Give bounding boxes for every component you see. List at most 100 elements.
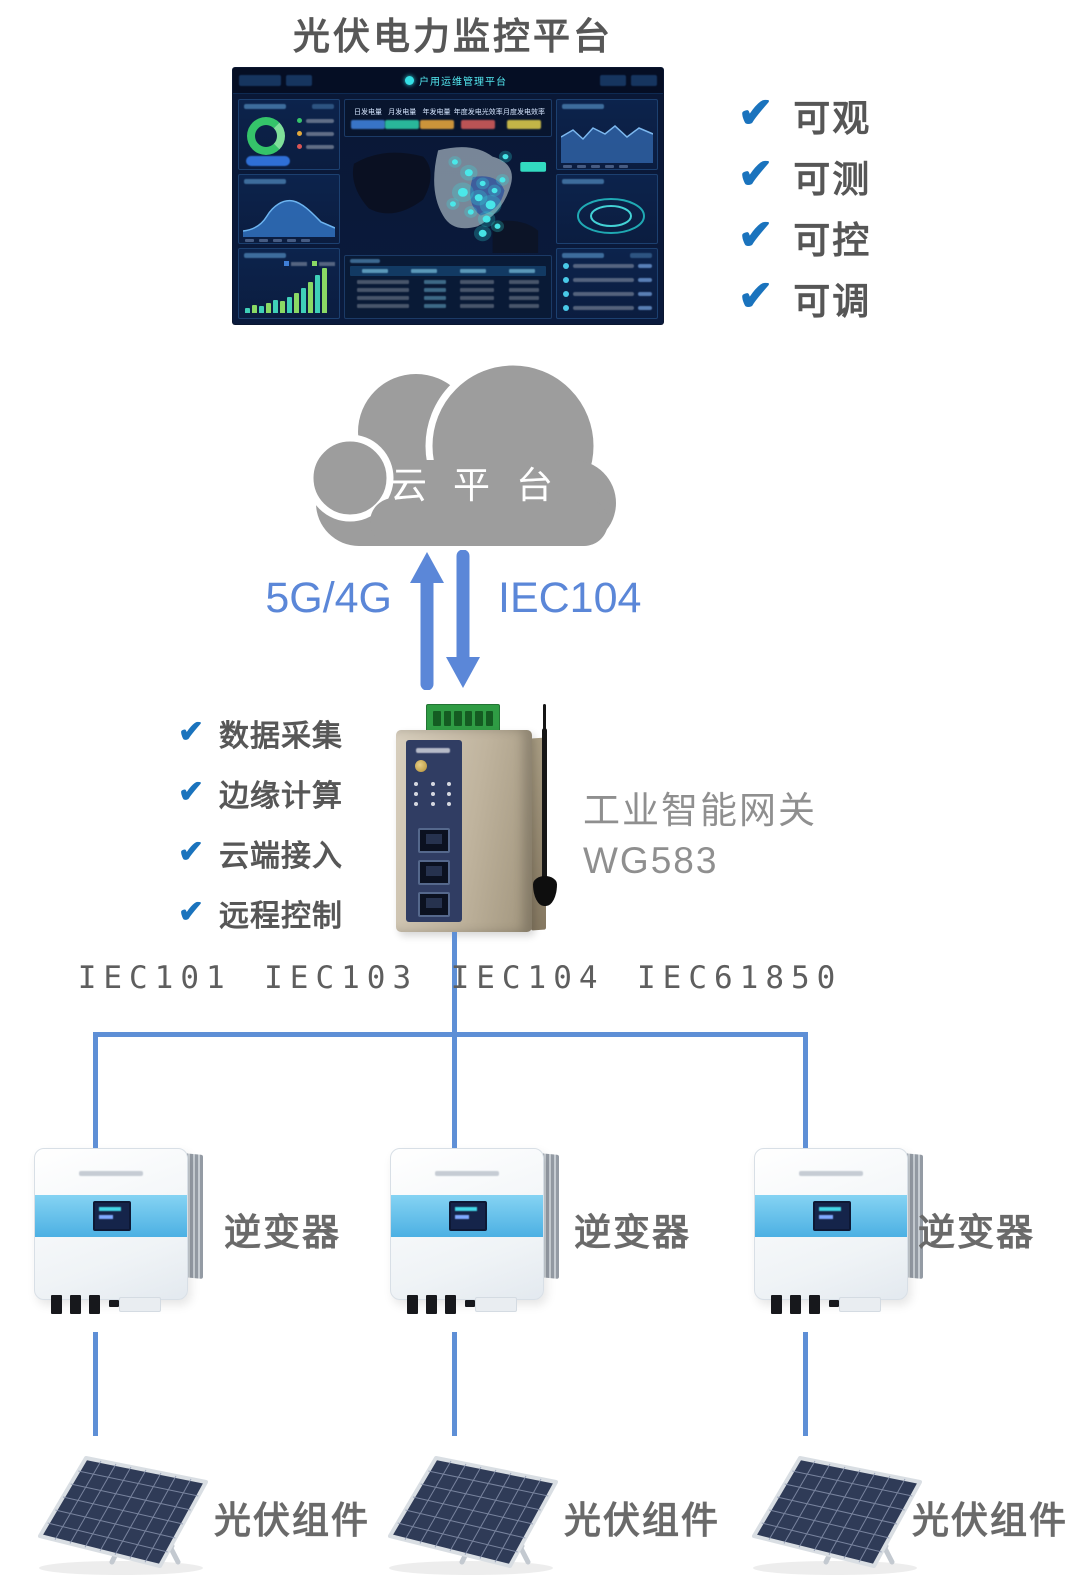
- feature-item: ✔ 云端接入: [178, 823, 343, 883]
- stats-row: 日发电量 月发电量 年发电量 年度发电光效率 月度发电效率: [344, 99, 552, 137]
- list-item: [563, 305, 652, 312]
- protocol-label: IEC104: [450, 960, 605, 996]
- axis-ticks: [245, 239, 310, 243]
- decor-bar: [306, 118, 334, 123]
- inverter-device: [386, 1146, 571, 1314]
- inverter-label: 逆变器: [224, 1212, 341, 1253]
- uplink-protocol-label: 5G/4G: [265, 574, 392, 622]
- stat-chip: 月发电量: [385, 107, 420, 129]
- list-item: [563, 291, 652, 298]
- inverter-label: 逆变器: [918, 1212, 1035, 1253]
- inverter-lcd: [93, 1201, 131, 1231]
- feature-label: 远程控制: [218, 900, 343, 933]
- inverter-logo: [435, 1171, 499, 1176]
- capability-label: 可测: [793, 158, 872, 200]
- decor-bar: [246, 156, 290, 166]
- table-row: [350, 286, 546, 294]
- page-title: 光伏电力监控平台: [293, 16, 613, 57]
- inverter-connectors: [51, 1295, 100, 1314]
- check-icon: ✔: [178, 833, 204, 869]
- antenna-connector: [415, 760, 427, 772]
- pv-module-label: 光伏组件: [912, 1500, 1068, 1541]
- capability-item: ✔ 可控: [738, 206, 871, 267]
- ethernet-port: [418, 860, 450, 885]
- dashboard-body: 日发电量 月发电量 年发电量 年度发电光效率 月度发电效率: [233, 94, 663, 324]
- inverter-junction-box: [839, 1297, 881, 1312]
- connector-line: [93, 1332, 98, 1436]
- inverter-body: [34, 1148, 188, 1314]
- check-icon: ✔: [738, 88, 774, 136]
- inverter-device: [750, 1146, 935, 1314]
- line-chart-panel: [556, 99, 658, 170]
- area-chart: [243, 200, 335, 238]
- radar-panel: [556, 173, 658, 245]
- decor-bar: [350, 259, 380, 263]
- dashboard-right-column: [556, 99, 658, 320]
- cloud-platform-icon: 云平台: [306, 358, 616, 546]
- capability-label: 可控: [793, 219, 872, 261]
- antenna-base: [533, 876, 557, 906]
- stat-value-bar: [351, 120, 385, 129]
- cloud-label: 云平台: [390, 465, 579, 506]
- table-header: [350, 266, 546, 276]
- connector-bus-line: [93, 1032, 808, 1037]
- inverter-lcd: [449, 1201, 487, 1231]
- led-indicators: [414, 782, 454, 806]
- stat-value-bar: [419, 120, 454, 129]
- capability-checklist: ✔ 可观 ✔ 可测 ✔ 可控 ✔ 可调: [738, 84, 871, 328]
- antenna-tip: [543, 704, 546, 732]
- decor-bar: [562, 104, 604, 109]
- axis-ticks: [563, 164, 628, 168]
- decor-bar: [239, 75, 281, 86]
- legend-dot: [297, 131, 302, 136]
- dashboard-title-wrap: 户用运维管理平台: [405, 73, 507, 88]
- dashboard-title: 户用运维管理平台: [419, 77, 507, 88]
- bar-legend: [284, 261, 335, 267]
- legend-dot: [297, 118, 302, 123]
- stat-chip: 年度发电光效率: [454, 107, 503, 129]
- list-item: [563, 277, 652, 284]
- stat-value-bar: [385, 120, 420, 129]
- decor-bar: [244, 178, 286, 184]
- decor-bar: [286, 75, 312, 86]
- feature-label: 数据采集: [218, 720, 343, 753]
- inverter-logo: [79, 1171, 143, 1176]
- check-icon: ✔: [178, 893, 204, 929]
- inverter-logo: [799, 1171, 863, 1176]
- decor-bar: [600, 75, 626, 86]
- pv-module-label: 光伏组件: [214, 1500, 370, 1541]
- inverter-lcd: [813, 1201, 851, 1231]
- feature-label: 云端接入: [218, 840, 343, 873]
- protocol-label: IEC101: [77, 960, 232, 996]
- pv-module: [752, 1456, 922, 1575]
- pv-module-label: 光伏组件: [564, 1500, 720, 1541]
- gauge-legend: [297, 118, 334, 149]
- antenna: [542, 728, 547, 880]
- table-row: [350, 294, 546, 302]
- line-chart: [561, 124, 653, 163]
- bar-chart-panel: [238, 248, 340, 320]
- list-item: [563, 263, 652, 270]
- check-icon: ✔: [178, 773, 204, 809]
- feature-item: ✔ 远程控制: [178, 883, 343, 943]
- connector-line: [803, 1332, 808, 1436]
- china-map: [344, 137, 552, 253]
- dashboard-center-column: 日发电量 月发电量 年发电量 年度发电光效率 月度发电效率: [344, 99, 552, 319]
- dashboard-nav-tabs: [239, 75, 312, 86]
- inverter-blue-band: [755, 1195, 907, 1237]
- ethernet-port: [418, 892, 450, 917]
- stat-value-bar: [507, 120, 541, 129]
- terminal-block: [426, 704, 500, 732]
- ethernet-port: [418, 828, 450, 853]
- legend-row: [297, 131, 334, 136]
- decor-bar: [306, 144, 334, 149]
- data-table-panel: [344, 255, 552, 319]
- feature-item: ✔ 边缘计算: [178, 763, 343, 823]
- connector-line: [803, 1032, 808, 1148]
- list-panel: [556, 248, 658, 320]
- inverter-blue-band: [35, 1195, 187, 1237]
- stat-chip: 年发电量: [419, 107, 454, 129]
- decor-bar: [312, 104, 334, 109]
- inverter-connectors: [771, 1295, 820, 1314]
